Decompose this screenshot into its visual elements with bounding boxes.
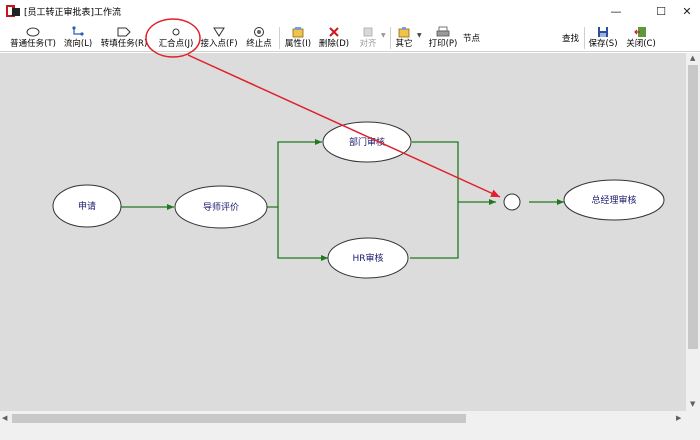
small-circle-icon bbox=[171, 25, 181, 38]
horizontal-scroll-thumb[interactable] bbox=[12, 414, 466, 423]
other-dropdown-arrow-icon[interactable]: ▼ bbox=[417, 32, 422, 39]
end-point-button[interactable]: 终止点 bbox=[244, 24, 274, 52]
horizontal-scrollbar[interactable]: ◀ ▶ bbox=[0, 411, 686, 425]
properties-icon bbox=[291, 25, 305, 38]
maximize-button[interactable]: ☐ bbox=[656, 4, 666, 18]
ellipse-icon bbox=[26, 25, 40, 38]
svg-text:总经理审核: 总经理审核 bbox=[591, 194, 636, 206]
node-search-label: 节点 bbox=[463, 34, 481, 44]
toolbar-separator bbox=[584, 27, 585, 49]
title-bar: [员工转正审批表]工作流 — ☐ ✕ bbox=[0, 0, 700, 24]
node-apply[interactable]: 申请 bbox=[52, 184, 122, 228]
tag-icon bbox=[117, 25, 131, 38]
merge-point-button[interactable]: 汇合点(J) bbox=[155, 24, 197, 52]
svg-text:HR审核: HR审核 bbox=[352, 252, 383, 264]
toolbar: 普通任务(T) 流向(L) 转填任务(R) 汇合点(J) 接入点(F) 终止点 … bbox=[0, 24, 700, 52]
flow-button[interactable]: 流向(L) bbox=[62, 24, 94, 52]
app-logo-icon bbox=[5, 3, 21, 19]
properties-button[interactable]: 属性(I) bbox=[283, 24, 313, 52]
align-icon bbox=[362, 25, 374, 38]
connector-icon bbox=[71, 25, 85, 38]
flow-mentor-to-dept bbox=[267, 139, 322, 208]
svg-text:导师评价: 导师评价 bbox=[203, 201, 239, 213]
node-gm-review[interactable]: 总经理审核 bbox=[563, 179, 665, 221]
exit-door-icon bbox=[634, 25, 648, 38]
status-bar bbox=[0, 425, 700, 440]
forward-task-button[interactable]: 转填任务(R) bbox=[100, 24, 148, 52]
flow-mentor-to-hr bbox=[277, 207, 328, 261]
scroll-right-icon[interactable]: ▶ bbox=[676, 414, 682, 422]
node-dept-review[interactable]: 部门审核 bbox=[322, 121, 412, 163]
save-button[interactable]: 保存(S) bbox=[588, 24, 618, 52]
scrollbar-corner bbox=[686, 411, 700, 425]
align-button[interactable]: 对齐 bbox=[356, 24, 380, 52]
node-hr-review[interactable]: HR审核 bbox=[327, 237, 409, 279]
printer-icon bbox=[436, 25, 450, 38]
vertical-scrollbar[interactable]: ▲ ▼ bbox=[686, 53, 700, 411]
scroll-up-icon[interactable]: ▲ bbox=[690, 54, 696, 62]
triangle-down-icon bbox=[213, 25, 225, 38]
scroll-left-icon[interactable]: ◀ bbox=[2, 414, 8, 422]
find-button[interactable]: 查找 bbox=[562, 34, 580, 44]
merge-point-node[interactable] bbox=[503, 193, 521, 211]
minimize-button[interactable]: — bbox=[610, 4, 622, 18]
node-mentor-review[interactable]: 导师评价 bbox=[174, 185, 268, 229]
other-button[interactable]: 其它 bbox=[394, 24, 414, 52]
flow-hr-to-merge bbox=[410, 202, 459, 259]
workflow-canvas[interactable]: 申请 导师评价 部门审核 HR审核 总经理审核 bbox=[0, 53, 686, 411]
align-dropdown-arrow-icon[interactable]: ▼ bbox=[381, 32, 386, 39]
delete-button[interactable]: 删除(D) bbox=[318, 24, 350, 52]
close-button[interactable]: 关闭(C) bbox=[625, 24, 657, 52]
node-search-input[interactable] bbox=[480, 27, 556, 45]
print-button[interactable]: 打印(P) bbox=[428, 24, 458, 52]
scroll-down-icon[interactable]: ▼ bbox=[690, 400, 696, 408]
entry-point-button[interactable]: 接入点(F) bbox=[200, 24, 238, 52]
vertical-scroll-thumb[interactable] bbox=[688, 65, 698, 349]
floppy-disk-icon bbox=[597, 25, 609, 38]
double-circle-icon bbox=[253, 25, 265, 38]
window-title: [员工转正审批表]工作流 bbox=[24, 8, 122, 18]
svg-text:申请: 申请 bbox=[78, 200, 96, 212]
delete-x-icon bbox=[328, 25, 340, 38]
close-window-button[interactable]: ✕ bbox=[682, 4, 692, 18]
normal-task-button[interactable]: 普通任务(T) bbox=[8, 24, 58, 52]
svg-text:部门审核: 部门审核 bbox=[349, 136, 385, 148]
flow-dept-to-merge bbox=[412, 141, 496, 205]
other-icon bbox=[397, 25, 411, 38]
toolbar-separator bbox=[279, 27, 280, 49]
toolbar-separator bbox=[390, 27, 391, 49]
